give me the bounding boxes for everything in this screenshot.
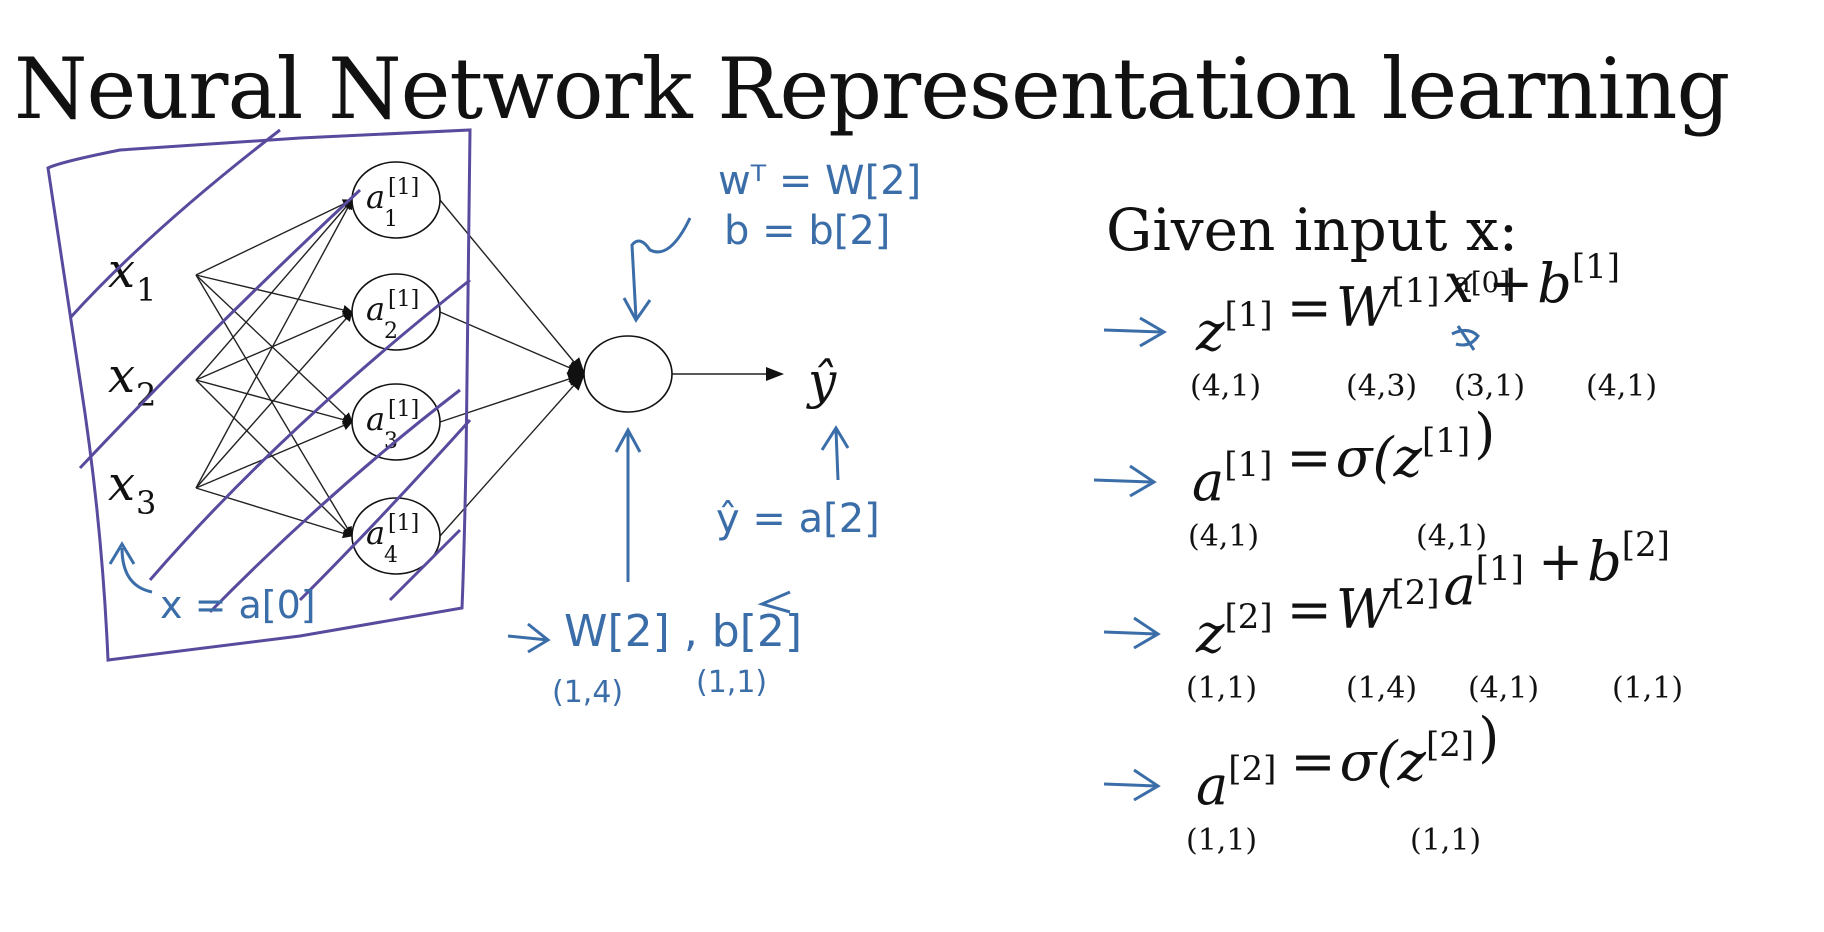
eq4-arrow — [1103, 768, 1161, 802]
curly-arrow-to-output — [630, 217, 692, 319]
hidden-neuron-sup: [1] — [388, 511, 419, 536]
annotation-params: W[2] , b[2] — [564, 606, 802, 657]
equation-text: a[1]=σ(z[1]) — [1192, 402, 1495, 513]
equation-dim: (3,1) — [1454, 369, 1525, 404]
equation-text: a[2]=σ(z[2]) — [1196, 706, 1499, 817]
equation-dim: (1,1) — [1410, 823, 1481, 858]
hidden-neuron-label: a — [366, 290, 385, 328]
input-node-1: x — [108, 243, 135, 299]
annotation-b: b = b[2] — [724, 208, 890, 254]
purple-hatch-lines — [68, 128, 472, 614]
input-node-3: x — [108, 456, 135, 512]
edge-input3-hidden3 — [195, 420, 353, 489]
network-edges — [195, 199, 784, 539]
equation-row-4: a[2]=σ(z[2]) (1,1) (1,1) — [1186, 706, 1499, 858]
equation-dim: (4,3) — [1346, 369, 1417, 404]
annotation-x-a0: x = a[0] — [160, 583, 316, 627]
edge-input1-hidden4 — [195, 274, 353, 537]
edge-input2-hidden2 — [195, 311, 353, 381]
given-input-label: Given input x: — [1106, 196, 1518, 264]
edge-input3-hidden2 — [195, 311, 353, 489]
output-yhat-label: ŷ — [806, 352, 837, 410]
purple-box — [46, 128, 472, 662]
equation-text: z[1]=W[1]x+b[1] — [1195, 247, 1620, 363]
equation-note-a0: a[0] — [1454, 266, 1510, 299]
eq1-x-scribble — [1451, 325, 1480, 351]
param-back-arrow — [757, 590, 791, 614]
equation-dim: (1,1) — [1612, 671, 1683, 706]
equation-dim: (4,1) — [1416, 519, 1487, 554]
edge-hidden1-output — [439, 199, 586, 376]
edge-input3-hidden4 — [195, 487, 353, 539]
hidden-neuron-sub: 2 — [384, 319, 398, 344]
edge-input1-hidden3 — [195, 274, 353, 423]
output-neuron — [583, 335, 673, 413]
equation-dim: (1,1) — [1186, 823, 1257, 858]
equation-row-2: a[1]=σ(z[1]) (4,1) (4,1) — [1188, 402, 1495, 554]
edge-hidden2-output — [439, 311, 586, 375]
equation-dim: (4,1) — [1188, 519, 1259, 554]
edge-input2-hidden1 — [195, 199, 353, 381]
param-pointer-arrow — [507, 622, 551, 654]
equation-dim: (1,4) — [1346, 671, 1417, 706]
equation-dim: (4,1) — [1190, 369, 1261, 404]
annotation-param-dim-w: (1,4) — [552, 675, 623, 710]
hidden-neuron-sup: [1] — [388, 175, 419, 200]
input-node-2: x — [108, 348, 135, 404]
edge-input1-hidden1 — [195, 199, 353, 276]
up-arrow-x-head — [108, 541, 136, 565]
eq2-arrow — [1093, 464, 1157, 498]
equation-dim: (4,1) — [1468, 671, 1539, 706]
eq1-arrow — [1103, 316, 1167, 348]
hidden-neuron-label: a — [366, 400, 385, 438]
edge-hidden3-output — [439, 372, 586, 423]
hidden-neuron-sup: [1] — [388, 287, 419, 312]
equation-dim: (1,1) — [1186, 671, 1257, 706]
hidden-neuron-1 — [351, 161, 441, 239]
equation-row-3: z[2]=W[2]a[1]+b[2] (1,1) (1,4) (4,1) (1,1) — [1186, 525, 1683, 706]
eq3-arrow — [1103, 616, 1161, 650]
hidden-neuron-3 — [351, 383, 441, 461]
network-nodes — [351, 161, 673, 575]
annotation-param-dim-b: (1,1) — [696, 665, 767, 700]
equation-dim: (4,1) — [1586, 369, 1657, 404]
hidden-neuron-sub: 1 — [384, 207, 398, 232]
input-node-sub: 1 — [136, 271, 156, 309]
input-node-sub: 3 — [136, 484, 156, 522]
edge-input3-hidden1 — [195, 199, 353, 489]
annotation-wT: wᵀ = W[2] — [718, 158, 921, 204]
up-arrow-params-head — [614, 426, 642, 453]
hidden-neuron-sup: [1] — [388, 397, 419, 422]
hidden-neuron-4 — [351, 497, 441, 575]
hidden-neuron-label: a — [366, 178, 385, 216]
curly-arrow-head — [622, 297, 652, 323]
edge-input2-hidden4 — [195, 379, 353, 537]
hidden-neuron-sub: 4 — [384, 543, 398, 568]
edge-input1-hidden2 — [195, 274, 353, 315]
up-arrow-yhat — [834, 429, 840, 481]
hidden-neuron-2 — [351, 273, 441, 351]
equation-text: z[2]=W[2]a[1]+b[2] — [1195, 525, 1670, 665]
hidden-neuron-label: a — [366, 514, 385, 552]
up-arrow-yhat-head — [820, 425, 850, 451]
slide-title: Neural Network Representation learning — [14, 40, 1730, 138]
equation-row-1: z[1]=W[1]x+b[1] (4,1) (4,3) (3,1) (4,1) a[0] — [1190, 247, 1657, 404]
annotation-yhat: ŷ = a[2] — [716, 496, 880, 542]
up-arrow-x — [120, 547, 153, 594]
